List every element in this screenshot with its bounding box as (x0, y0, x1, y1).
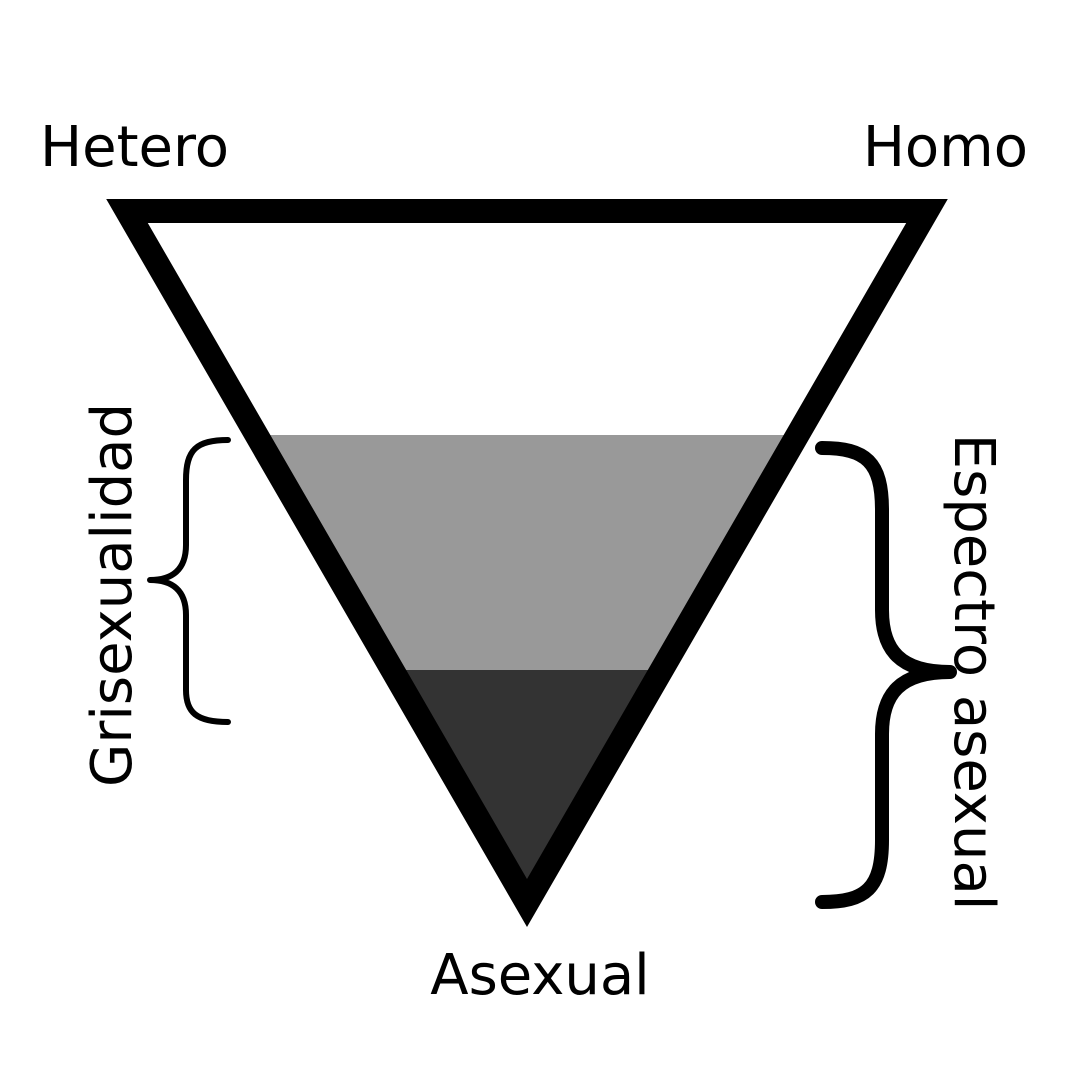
label-espectro-asexual: Espectro asexual (941, 434, 1006, 911)
label-asexual: Asexual (430, 943, 649, 1008)
triangle-outline (106, 199, 948, 927)
right-brace-icon (815, 441, 957, 909)
label-homo: Homo (863, 115, 1028, 180)
label-grisexualidad: Grisexualidad (80, 403, 145, 787)
triangle-top-band (127, 211, 927, 435)
triangle-middle-band (269, 435, 786, 670)
left-brace-icon (147, 437, 231, 725)
label-hetero: Hetero (40, 115, 229, 180)
triangle-bottom-band (404, 670, 650, 895)
